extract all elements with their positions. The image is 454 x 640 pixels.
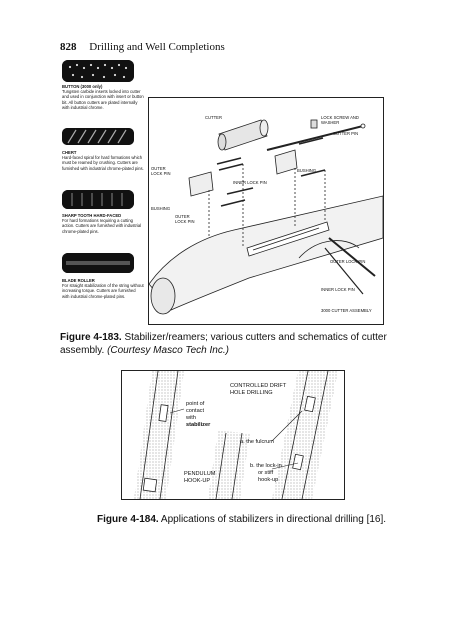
label-cutter-assembly: 3000 CUTTER ASSEMBLY: [321, 308, 372, 313]
cutter-desc-button: BUTTON (3000 only) Tungsten carbide inse…: [62, 84, 144, 110]
label-controlled-drift: CONTROLLED DRIFT: [230, 383, 287, 389]
label-outer-lock-pin-1: OUTER LOCK PIN: [151, 166, 171, 176]
figure-credit: (Courtesy Masco Tech Inc.): [107, 345, 229, 356]
label-fulcrum: a. the fulcrum: [240, 439, 274, 445]
label-with: with: [186, 415, 196, 421]
label-hole-drilling: HOLE DRILLING: [230, 390, 273, 396]
sharp-tooth-cutter-image: [62, 190, 134, 209]
running-header: 828 Drilling and Well Completions: [60, 41, 225, 53]
label-stabilizer: stabilizer: [186, 422, 211, 428]
label-inner-lock-pin-2: INNER LOCK PIN: [321, 287, 355, 292]
chert-cutter-image: [62, 128, 134, 145]
label-outer-lock-pin-3: OUTER LOCK PIN: [330, 259, 366, 264]
cutter-assembly-schematic: CUTTER LOCK SCREW AND WASHER CUTTER PIN …: [148, 97, 384, 325]
label-pendulum-hook-up: HOOK-UP: [184, 478, 211, 484]
label-hook-up: hook-up: [258, 477, 279, 483]
cutter-desc-chert: CHERT Hard-faced spiral for hard formati…: [62, 150, 144, 171]
cutter-desc-sharp-tooth: SHARP TOOTH HARD-FACED For hard formatio…: [62, 213, 144, 234]
label-lock-in: b. the lock-in: [250, 463, 282, 469]
cutter-desc-blade-roller: BLADE ROLLER For straight stabilization …: [62, 278, 144, 299]
label-lock-screw: LOCK SCREW AND WASHER: [321, 115, 359, 125]
figure-label: Figure 4-184.: [97, 514, 159, 525]
label-cutter-pin: CUTTER PIN: [333, 131, 359, 136]
page-number: 828: [60, 41, 77, 53]
figure-caption-4-184: Figure 4-184. Applications of stabilizer…: [97, 513, 427, 526]
blade-roller-cutter-image: [62, 253, 134, 273]
label-or-stiff: or stiff: [258, 470, 274, 476]
cutter-body: For straight stabilization of the string…: [62, 283, 144, 299]
label-pendulum: PENDULUM: [184, 471, 216, 477]
figure-caption-text: Stabilizer/reamers; various cutters and …: [60, 332, 387, 356]
cutter-title: BLADE ROLLER: [62, 278, 95, 283]
label-cutter: CUTTER: [205, 115, 222, 120]
label-outer-lock-pin-2: OUTER LOCK PIN: [175, 214, 195, 224]
button-cutter-image: [62, 60, 134, 82]
figure-caption-text: Applications of stabilizers in direction…: [158, 514, 387, 525]
label-bushing-2: BUSHING: [151, 206, 171, 211]
label-contact: contact: [186, 408, 205, 414]
cutter-body: For hard formations requiring a cutting …: [62, 218, 142, 234]
directional-drilling-figure: CONTROLLED DRIFT HOLE DRILLING point of …: [121, 370, 345, 500]
cutter-body: Hard-faced spiral for hard formations wh…: [62, 155, 144, 171]
figure-caption-4-183: Figure 4-183. Stabilizer/reamers; variou…: [60, 331, 390, 357]
label-inner-lock-pin-1: INNER LOCK PIN: [233, 180, 267, 185]
figure-label: Figure 4-183.: [60, 332, 122, 343]
running-title: Drilling and Well Completions: [89, 41, 225, 53]
label-bushing-1: BUSHING: [297, 168, 317, 173]
cutter-title: CHERT: [62, 150, 77, 155]
label-point-of: point of: [186, 401, 205, 407]
cutter-title: BUTTON (3000 only): [62, 84, 103, 89]
cutter-body: Tungsten carbide inserts locked into cut…: [62, 89, 144, 110]
cutter-title: SHARP TOOTH HARD-FACED: [62, 213, 122, 218]
